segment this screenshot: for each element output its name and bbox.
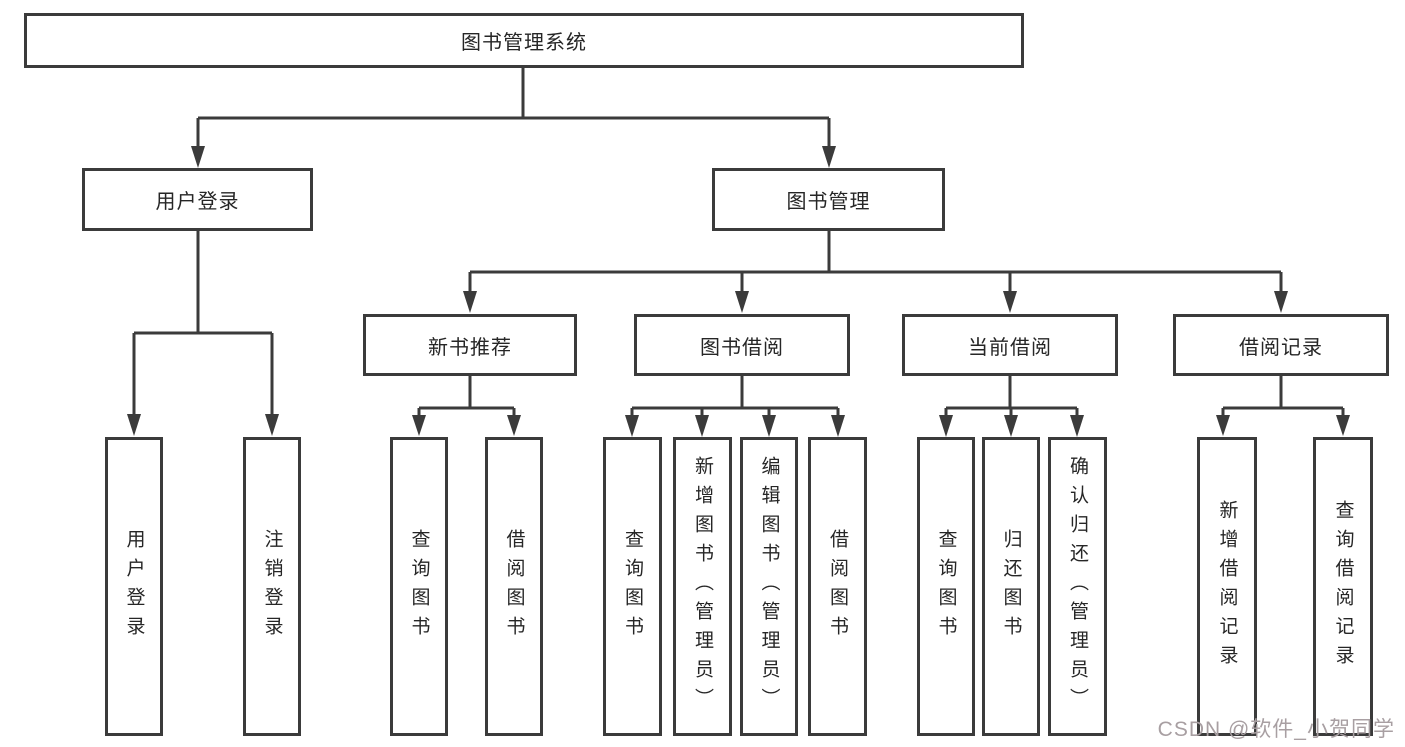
node-book-management: 图书管理 bbox=[712, 168, 945, 231]
arrow-down-icon bbox=[1004, 415, 1018, 437]
leaf-user-login: 用户登录 bbox=[105, 437, 163, 736]
leaf-label: 查询图书 bbox=[935, 528, 957, 645]
node-book-borrow: 图书借阅 bbox=[634, 314, 850, 376]
node-label: 图书管理系统 bbox=[461, 32, 587, 54]
leaf-add-book-admin: 新增图书（管理员） bbox=[673, 437, 732, 736]
connector-user-login-to-leaves bbox=[132, 231, 274, 415]
leaf-add-borrow-record: 新增借阅记录 bbox=[1197, 437, 1257, 736]
leaf-query-books-current: 查询图书 bbox=[917, 437, 975, 736]
arrow-down-icon bbox=[265, 414, 279, 436]
leaf-label: 查询图书 bbox=[622, 528, 643, 645]
node-borrow-records: 借阅记录 bbox=[1173, 314, 1389, 376]
leaf-return-books: 归还图书 bbox=[982, 437, 1040, 736]
leaf-label: 新增图书（管理员） bbox=[692, 456, 713, 717]
leaf-borrow-books: 借阅图书 bbox=[808, 437, 867, 736]
arrow-down-icon bbox=[191, 146, 205, 168]
csdn-watermark: CSDN @软件_小贺同学 bbox=[1157, 718, 1395, 741]
arrow-down-icon bbox=[939, 415, 953, 437]
leaf-label: 确认归还（管理员） bbox=[1067, 456, 1088, 717]
connector-current-borrow-to-leaves bbox=[944, 375, 1079, 417]
leaf-label: 借阅图书 bbox=[503, 528, 525, 645]
node-new-book-recommend: 新书推荐 bbox=[363, 314, 577, 376]
leaf-label: 注销登录 bbox=[261, 528, 283, 645]
arrow-down-icon bbox=[1003, 291, 1017, 313]
arrow-down-icon bbox=[412, 415, 426, 436]
leaf-query-borrow-record: 查询借阅记录 bbox=[1313, 437, 1373, 736]
arrow-down-icon bbox=[735, 291, 749, 313]
connector-root-to-level2 bbox=[196, 67, 831, 147]
node-label: 用户登录 bbox=[155, 191, 240, 213]
connector-borrow-records-to-leaves bbox=[1221, 375, 1345, 417]
leaf-edit-book-admin: 编辑图书（管理员） bbox=[740, 437, 798, 736]
arrow-down-icon bbox=[1070, 415, 1084, 437]
leaf-label: 查询图书 bbox=[408, 528, 430, 645]
arrow-down-icon bbox=[127, 414, 141, 436]
leaf-label: 查询借阅记录 bbox=[1332, 499, 1354, 674]
node-current-borrow: 当前借阅 bbox=[902, 314, 1118, 376]
leaf-query-books-borrow: 查询图书 bbox=[603, 437, 662, 736]
arrow-down-icon bbox=[762, 415, 776, 437]
node-label: 图书借阅 bbox=[700, 336, 784, 359]
leaf-label: 编辑图书（管理员） bbox=[758, 456, 780, 717]
arrow-down-icon bbox=[1336, 415, 1350, 436]
leaf-borrow-books-recommend: 借阅图书 bbox=[485, 437, 543, 736]
arrow-down-icon bbox=[831, 415, 845, 437]
arrow-down-icon bbox=[1274, 291, 1288, 313]
leaf-label: 借阅图书 bbox=[827, 528, 848, 645]
leaf-label: 归还图书 bbox=[1000, 528, 1022, 645]
arrow-down-icon bbox=[507, 415, 521, 436]
arrow-down-icon bbox=[463, 291, 477, 313]
node-label: 图书管理 bbox=[786, 191, 871, 213]
node-label: 新书推荐 bbox=[428, 336, 512, 359]
node-user-login: 用户登录 bbox=[82, 168, 313, 231]
arrow-down-icon bbox=[695, 415, 709, 437]
connector-book-borrow-to-leaves bbox=[630, 375, 840, 417]
node-label: 当前借阅 bbox=[968, 336, 1052, 359]
connector-new-book-to-leaves bbox=[417, 375, 516, 417]
arrow-down-icon bbox=[1216, 415, 1230, 436]
leaf-query-books-recommend: 查询图书 bbox=[390, 437, 448, 736]
leaf-label: 新增借阅记录 bbox=[1216, 499, 1238, 674]
node-library-system: 图书管理系统 bbox=[24, 13, 1024, 68]
leaf-label: 用户登录 bbox=[123, 528, 145, 645]
arrow-down-icon bbox=[625, 415, 639, 437]
leaf-confirm-return-admin: 确认归还（管理员） bbox=[1048, 437, 1107, 736]
node-label: 借阅记录 bbox=[1239, 336, 1323, 359]
arrow-down-icon bbox=[822, 146, 836, 168]
leaf-logout: 注销登录 bbox=[243, 437, 301, 736]
connector-book-management-to-level3 bbox=[468, 231, 1283, 292]
